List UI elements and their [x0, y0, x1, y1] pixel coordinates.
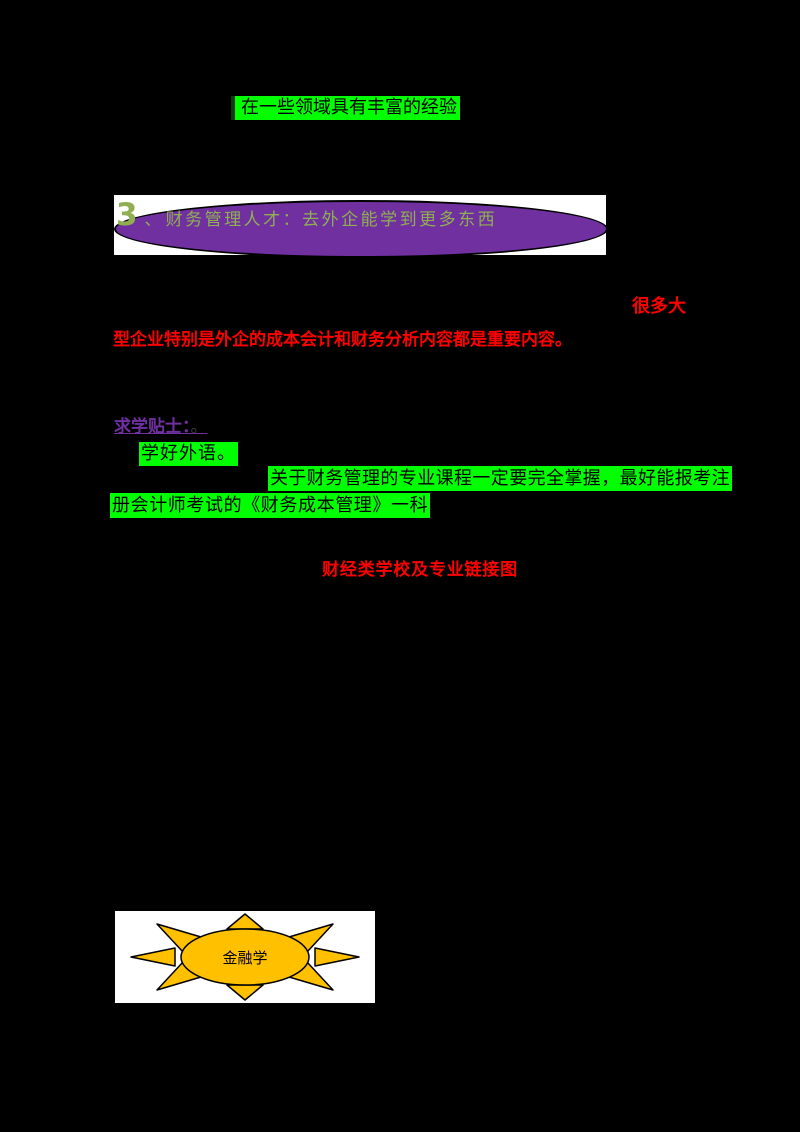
section-number: 3 — [116, 197, 138, 233]
sun-ray-top — [226, 913, 264, 930]
sun-icon: 金融学 — [130, 913, 360, 1001]
section-banner: 3 、 财务管理人才：去外企能学到更多东西 — [112, 193, 608, 258]
tip-highlight-2-line2: 册会计师考试的《财务成本管理》一科 — [110, 493, 431, 518]
red-paragraph-line: 型企业特别是外企的成本会计和财务分析内容都是重要内容。 — [113, 330, 572, 350]
tip-highlight-1: 学好外语。 — [139, 442, 238, 466]
section-banner-ellipse — [114, 200, 608, 258]
sun-ray-left — [130, 947, 176, 967]
links-heading: 财经类学校及专业链接图 — [322, 560, 518, 580]
major-diagram-box: 金融学 — [114, 910, 376, 1004]
sun-ray-bottom — [226, 984, 264, 1001]
section-banner-text: 3 、 财务管理人才：去外企能学到更多东西 — [116, 198, 497, 232]
tip-heading-period: 。 — [190, 417, 208, 437]
red-text-fragment: 很多大 — [632, 296, 686, 317]
sun-ellipse — [180, 928, 310, 986]
major-label: 金融学 — [222, 949, 267, 967]
section-bullet: 、 — [144, 210, 161, 229]
intro-highlight: 在一些领域具有丰富的经验 — [231, 96, 460, 120]
sun-ray-right — [314, 947, 360, 967]
tip-heading: 求学贴士：。 — [114, 412, 208, 437]
section-title: 财务管理人才：去外企能学到更多东西 — [165, 210, 498, 230]
intro-highlight-text: 在一些领域具有丰富的经验 — [241, 97, 457, 118]
tip-heading-text: 求学贴士： — [114, 417, 191, 437]
tip-highlight-2-line1: 关于财务管理的专业课程一定要完全掌握，最好能报考注 — [268, 466, 732, 491]
